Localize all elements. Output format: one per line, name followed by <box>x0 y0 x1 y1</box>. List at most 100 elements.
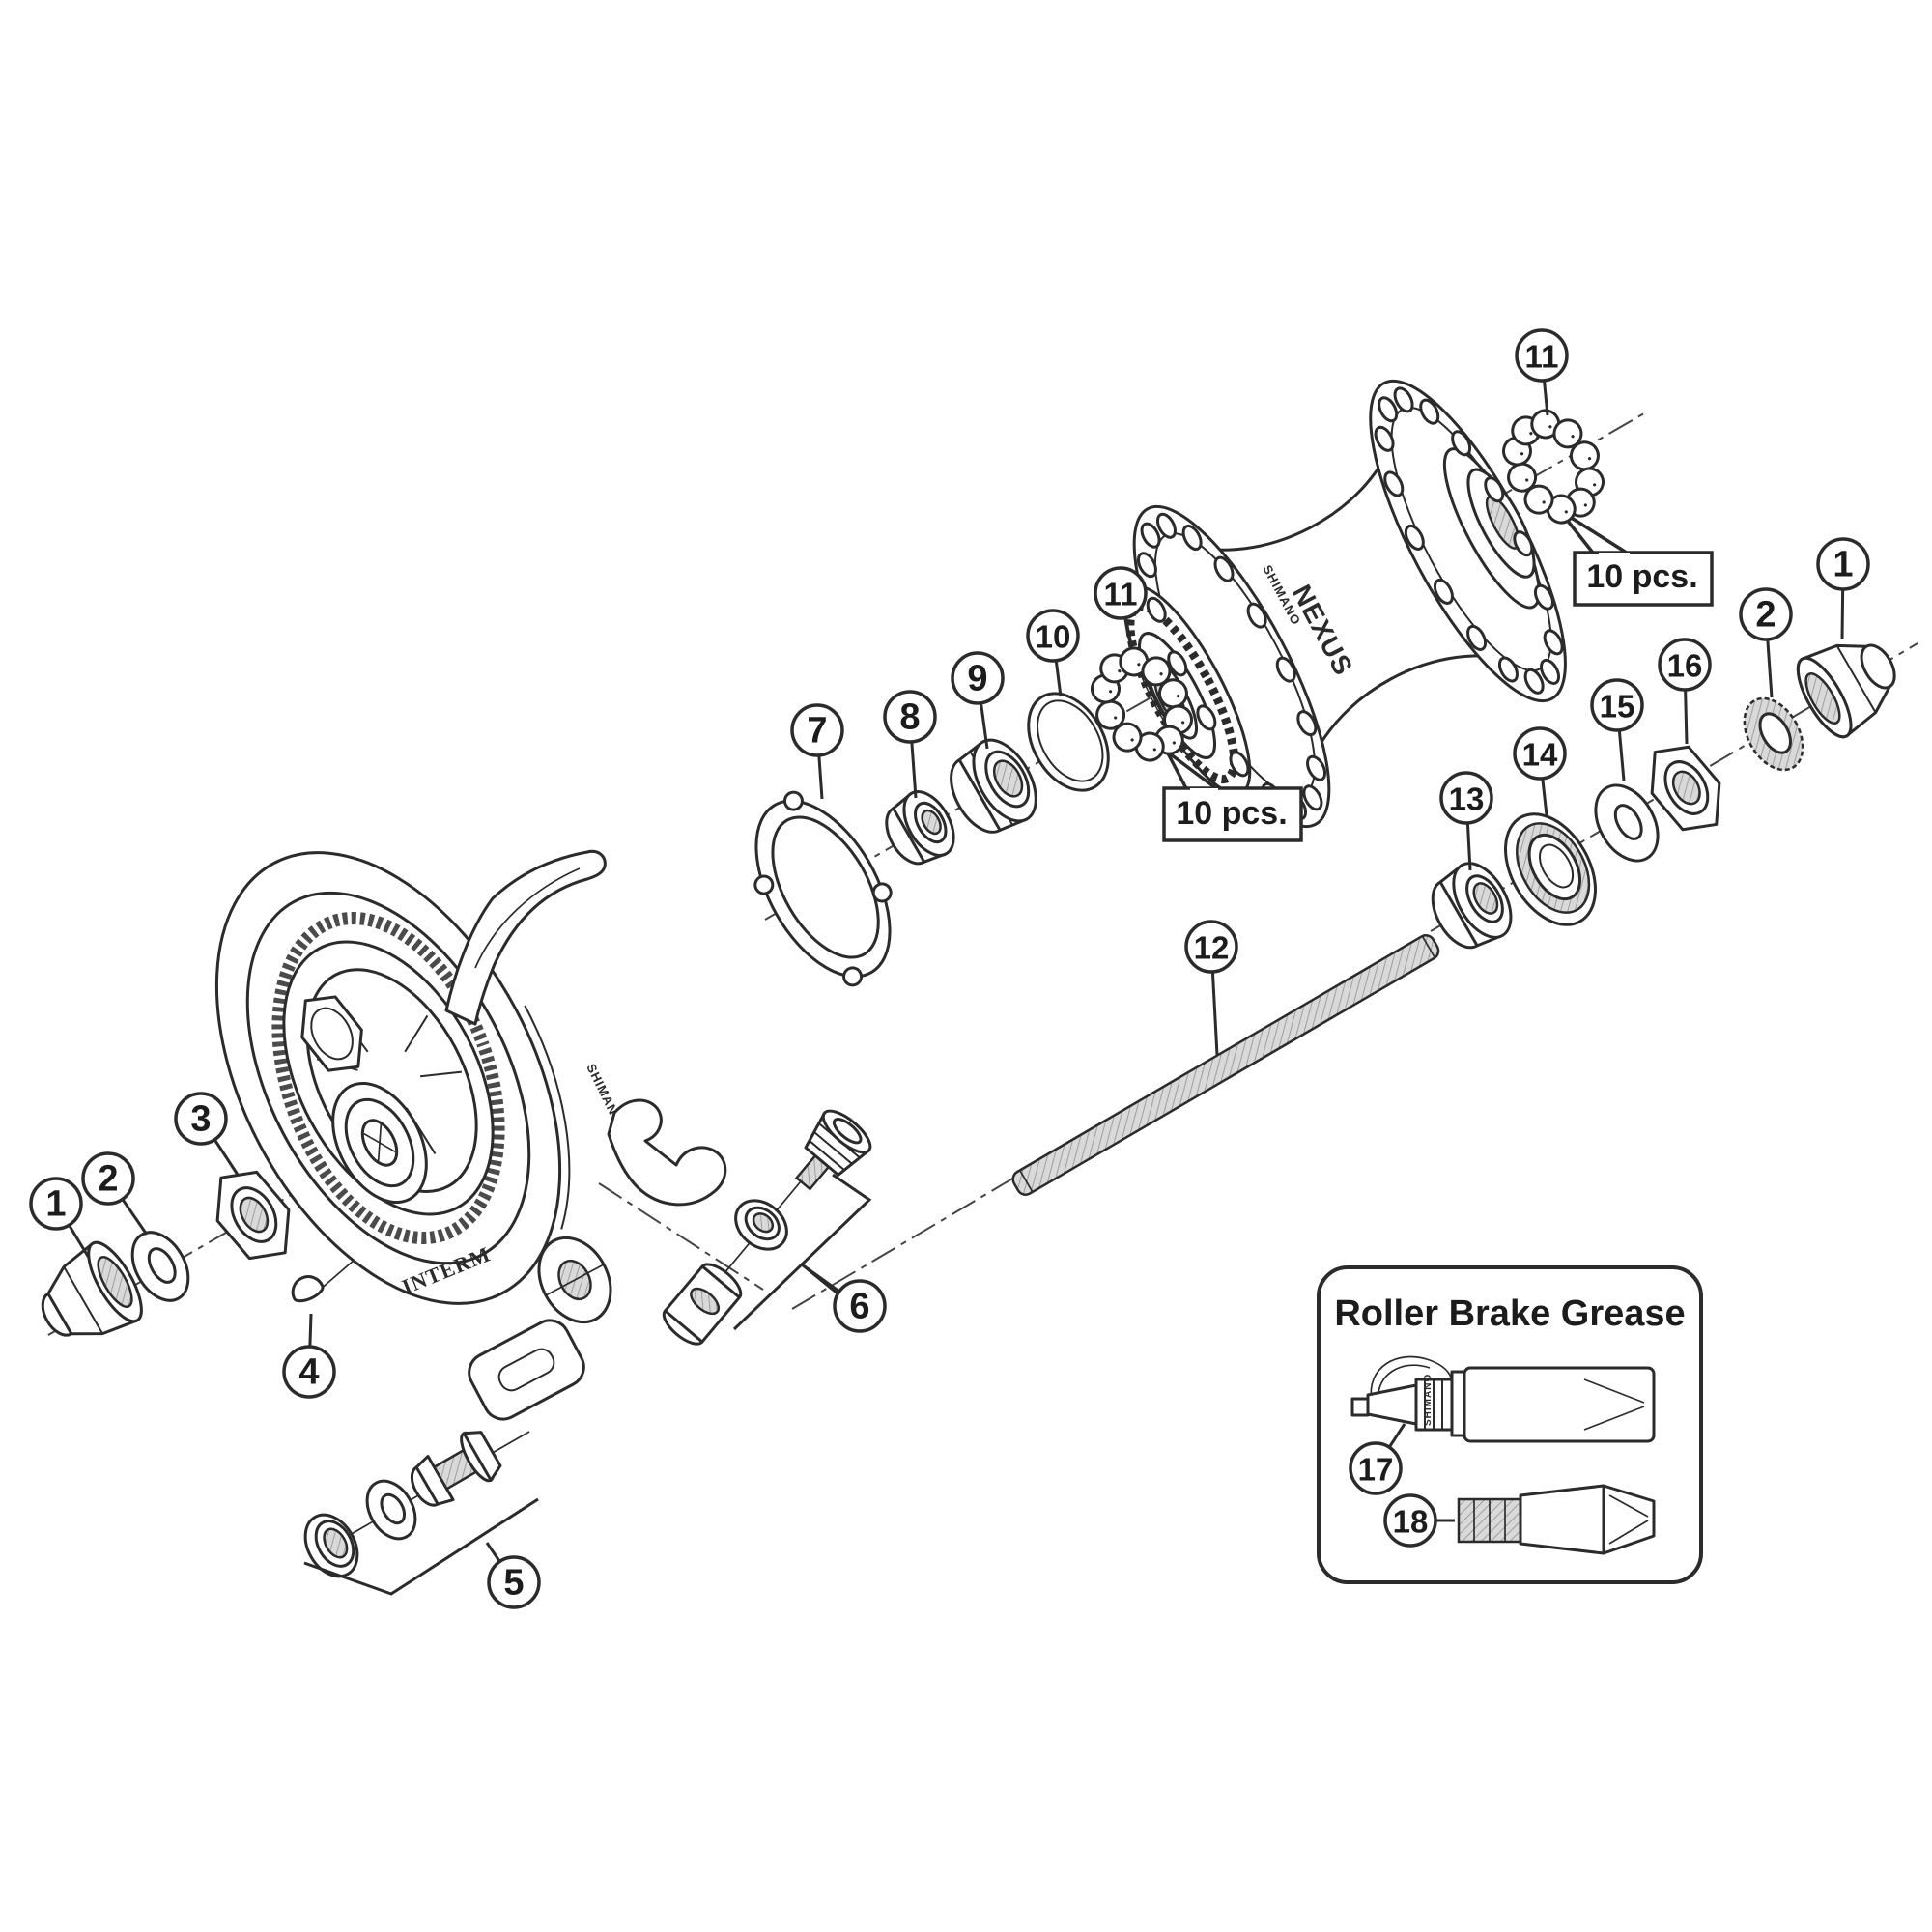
bearing-ball <box>1134 731 1165 762</box>
callout-number: 2 <box>98 1159 118 1200</box>
callout-number: 1 <box>1833 545 1853 585</box>
grease-box-title: Roller Brake Grease <box>1334 1293 1685 1334</box>
bearing-ball <box>1546 494 1577 525</box>
callout-circle <box>487 1555 541 1609</box>
spoke-hole <box>1181 525 1203 552</box>
ball-highlight <box>1587 457 1592 461</box>
callout-number: 14 <box>1522 737 1558 773</box>
callout-number: 5 <box>503 1563 524 1604</box>
spoke-hole <box>1419 398 1440 425</box>
part-9-lock-nut <box>950 738 1037 834</box>
callout-circle <box>1513 726 1567 781</box>
callout-1: 1 <box>29 1177 91 1259</box>
callout-leader-line <box>1123 617 1134 650</box>
spoke-hole <box>1306 754 1327 781</box>
callout-1: 1 <box>1816 537 1870 639</box>
bottle-marking: SHIMANO <box>1423 1374 1434 1426</box>
ball-highlight <box>1152 748 1156 752</box>
callout-number: 6 <box>849 1287 869 1327</box>
ball-highlight <box>1130 738 1134 742</box>
callout-number: 4 <box>298 1352 319 1393</box>
part-8-cone <box>885 790 955 866</box>
callout-circle <box>833 1279 887 1333</box>
spoke-hole <box>1155 512 1177 539</box>
ball-highlight <box>1520 452 1524 456</box>
roller-brake-unit: INTERM SHIMANO JAPAN <box>206 841 727 1421</box>
callout-5: 5 <box>485 1542 541 1609</box>
part-15-washer <box>1594 783 1660 863</box>
part-17-grease-bottle <box>1350 1355 1656 1443</box>
callout-15: 15 <box>1590 678 1644 781</box>
ball-highlight <box>1181 721 1185 724</box>
brake-hex-boss <box>300 995 363 1072</box>
ball-highlight <box>1176 695 1180 698</box>
part-1-cap-nut-right <box>1796 643 1896 739</box>
callout-18: 18 <box>1383 1493 1455 1548</box>
spoke-hole <box>1296 710 1318 737</box>
grease-box: Roller Brake Grease <box>1317 1265 1703 1584</box>
part-11-ball-retainer <box>1501 409 1605 525</box>
callout-8: 8 <box>883 690 937 799</box>
callout-number: 8 <box>899 697 920 738</box>
dropout-claw <box>607 1098 727 1207</box>
callout-number: 11 <box>1525 339 1559 375</box>
callout-leader-line <box>308 1313 313 1348</box>
callout-leader-line <box>1465 822 1472 871</box>
callout-13: 13 <box>1439 771 1493 871</box>
callout-circle <box>1026 609 1080 663</box>
ball-highlight <box>1593 483 1597 487</box>
part-6-adjuster-bolt <box>794 1109 872 1191</box>
callout-leader-line <box>980 702 989 750</box>
bearing-ball <box>1552 418 1583 449</box>
qty-text-right: 10 pcs. <box>1586 558 1697 595</box>
part-6-barrel <box>662 1263 743 1346</box>
part-5-bolt <box>410 1431 502 1507</box>
qty-label-right: 10 pcs. <box>1557 508 1714 607</box>
ball-highlight <box>1108 690 1113 694</box>
callout-circle <box>1349 1441 1403 1495</box>
callout-number: 15 <box>1600 689 1635 724</box>
callout-leader-line <box>213 1138 240 1176</box>
ball-highlight <box>1172 741 1176 745</box>
callout-11: 11 <box>1515 328 1569 416</box>
part-11-ball-retainer <box>1090 646 1194 762</box>
ball-highlight <box>1114 716 1118 720</box>
spoke-hole <box>1196 704 1217 731</box>
part-14-seal-cup <box>1504 812 1597 926</box>
flange-hole-ring <box>1374 386 1564 695</box>
callout-leader-line <box>485 1542 501 1563</box>
part-7-fixing-ring <box>753 790 893 987</box>
spoke-hole <box>1167 650 1188 677</box>
ball-highlight <box>1548 425 1552 429</box>
callout-leader-line <box>1387 1423 1406 1449</box>
callout-number: 1 <box>45 1184 66 1225</box>
brake-center-hole <box>331 1081 428 1205</box>
part-4-cap <box>291 1275 325 1303</box>
group6-bracket <box>732 1173 872 1331</box>
callout-circle <box>1094 566 1148 620</box>
spoke-hole <box>1497 656 1519 683</box>
spoke-hole <box>1275 656 1296 683</box>
callout-number: 9 <box>967 659 987 699</box>
spoke-hole <box>1466 624 1488 651</box>
callout-number: 2 <box>1755 595 1776 636</box>
callout-number: 11 <box>1104 577 1138 612</box>
callout-circle <box>1658 638 1712 692</box>
callout-circle <box>1439 771 1493 825</box>
spoke-hole <box>1229 751 1250 778</box>
spoke-hole <box>1513 530 1534 557</box>
part-18-grease-tube <box>1457 1484 1656 1555</box>
bearing-ball <box>1530 409 1561 440</box>
spoke-hole <box>1523 668 1545 695</box>
callout-leader-line <box>1684 689 1689 745</box>
callout-2: 2 <box>81 1151 149 1236</box>
callout-12: 12 <box>1184 920 1238 1056</box>
callout-leader-line <box>1541 778 1548 816</box>
callout-number: 16 <box>1667 648 1703 684</box>
mid-axle-parts <box>753 692 1110 987</box>
part-13-cone <box>1431 862 1513 950</box>
spoke-hole <box>1302 784 1323 811</box>
spoke-hole <box>1140 522 1161 549</box>
